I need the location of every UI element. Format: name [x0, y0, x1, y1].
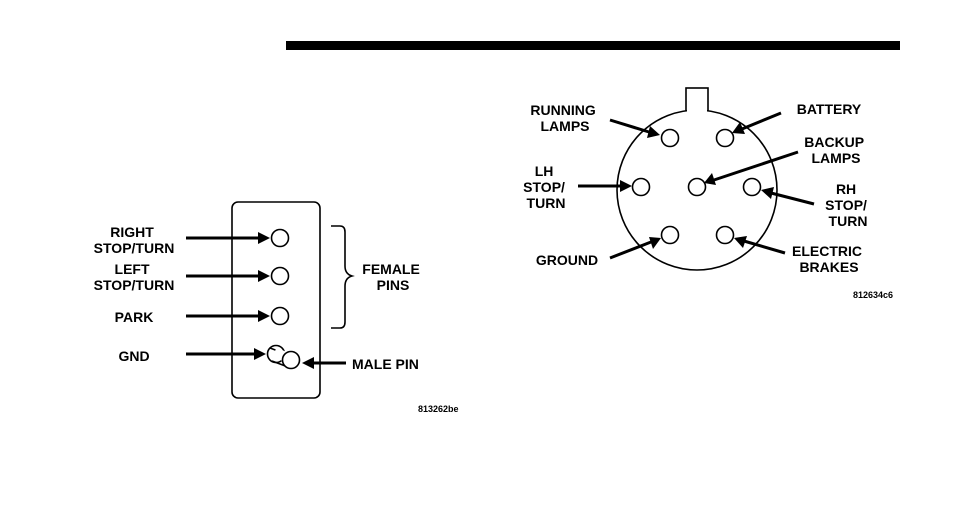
label-battery: BATTERY	[797, 101, 862, 117]
label-park: PARK	[115, 309, 154, 325]
arrow-park	[186, 310, 270, 322]
label-female-pins: FEMALE PINS	[362, 261, 423, 293]
arrow-gnd	[186, 348, 266, 360]
pin-running-lamps	[662, 130, 679, 147]
header-rule	[286, 41, 900, 50]
arrow-left-stop-turn	[186, 270, 270, 282]
female-pins-bracket	[331, 226, 352, 328]
pin-rh-stop-turn	[744, 179, 761, 196]
arrow-male-pin	[302, 357, 346, 369]
male-pin	[268, 346, 300, 369]
label-electric-brakes: ELECTRIC BRAKES	[792, 243, 866, 275]
pin-battery	[717, 130, 734, 147]
arrow-battery	[732, 113, 781, 134]
label-ground: GROUND	[536, 252, 598, 268]
pin-left-stop-turn	[272, 268, 289, 285]
pin-lh-stop-turn	[633, 179, 650, 196]
pin-electric-brakes	[717, 227, 734, 244]
pin-right-stop-turn	[272, 230, 289, 247]
figure-code-seven-pin: 812634c6	[853, 290, 893, 300]
label-lh-stop-turn: LH STOP/ TURN	[523, 163, 569, 211]
seven-pin-connector-diagram: RUNNING LAMPS BATTERY BACKUP LAMPS LH ST…	[523, 88, 893, 300]
label-gnd: GND	[118, 348, 149, 364]
label-male-pin: MALE PIN	[352, 356, 419, 372]
pin-park	[272, 308, 289, 325]
label-right-stop-turn: RIGHT STOP/TURN	[94, 224, 175, 256]
pin-backup-lamps	[689, 179, 706, 196]
label-left-stop-turn: LEFT STOP/TURN	[94, 261, 175, 293]
four-pin-connector-diagram: RIGHT STOP/TURN LEFT STOP/TURN PARK GND …	[94, 202, 459, 414]
label-backup-lamps: BACKUP LAMPS	[804, 134, 868, 166]
figure-code-four-pin: 813262be	[418, 404, 459, 414]
label-running-lamps: RUNNING LAMPS	[530, 102, 599, 134]
label-rh-stop-turn: RH STOP/ TURN	[825, 181, 871, 229]
arrow-right-stop-turn	[186, 232, 270, 244]
pin-ground	[662, 227, 679, 244]
